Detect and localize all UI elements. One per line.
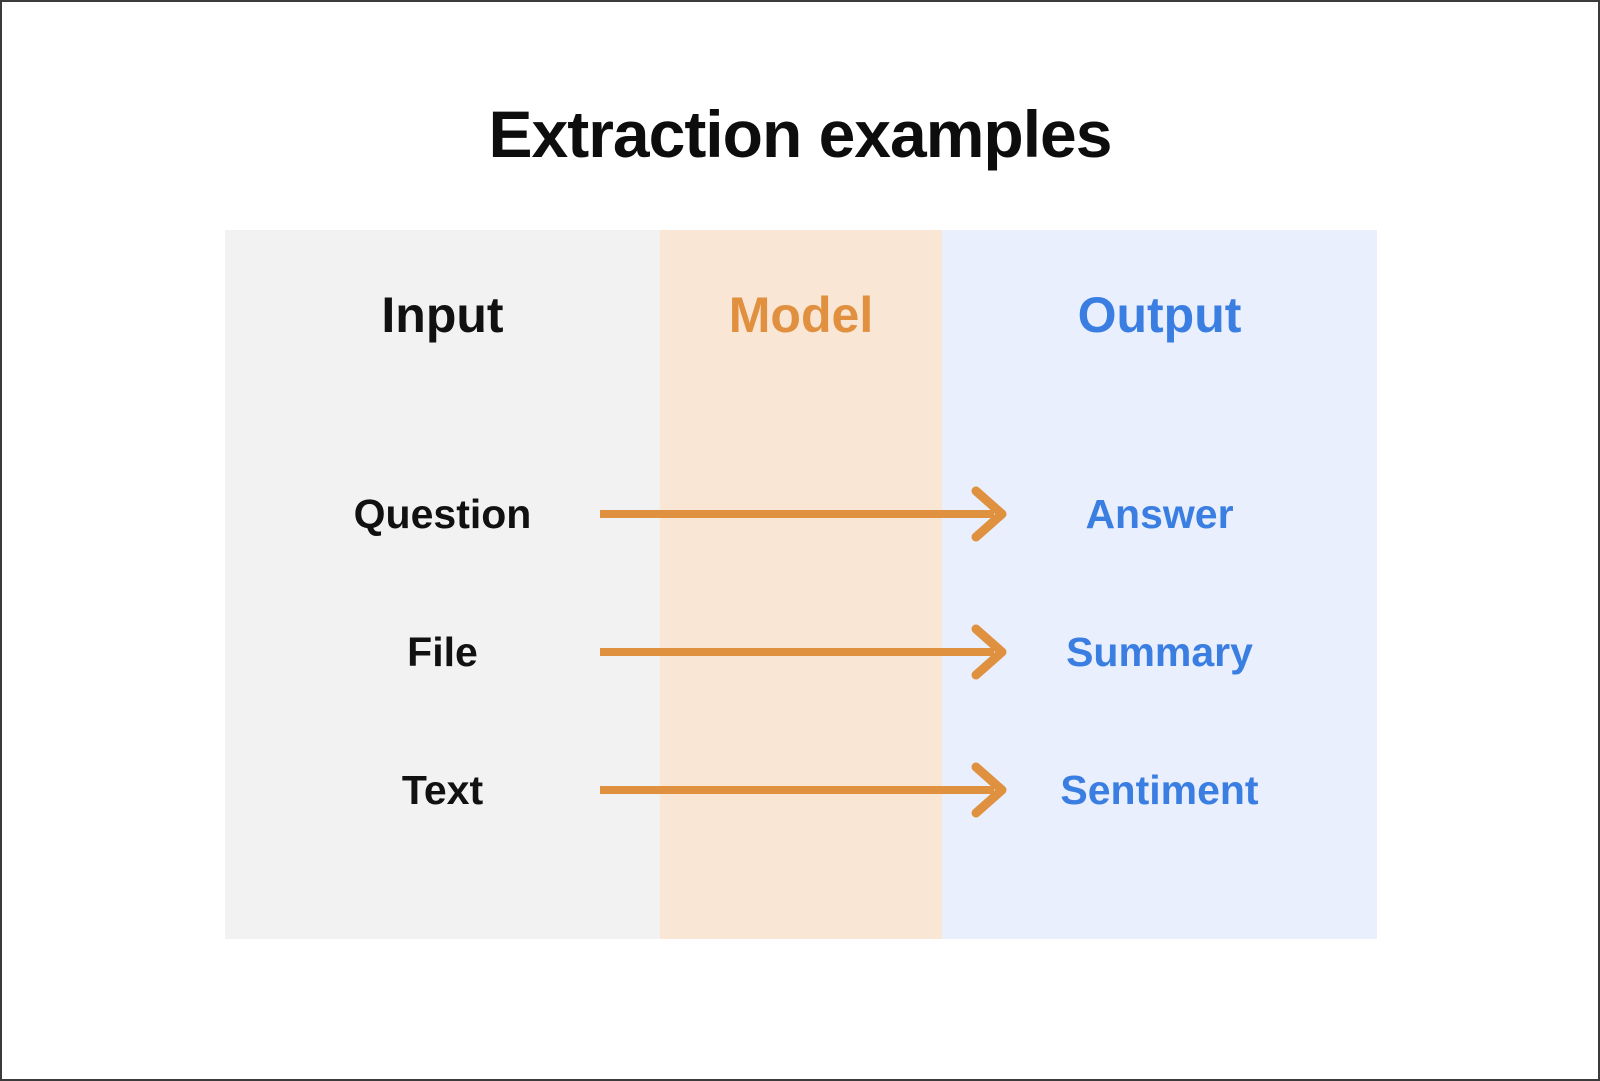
columns-panel: Input Model Output: [225, 230, 1377, 939]
output-column-header: Output: [1077, 287, 1242, 343]
model-column: Model: [660, 230, 942, 939]
right-arrow-icon: [598, 622, 1010, 682]
model-column-header: Model: [728, 287, 874, 343]
right-arrow-icon: [598, 484, 1010, 544]
input-label-text: Text: [401, 767, 484, 813]
output-column: Output: [942, 230, 1377, 939]
right-arrow-icon: [598, 760, 1010, 820]
output-label-sentiment: Sentiment: [1060, 767, 1259, 813]
input-label-question: Question: [353, 491, 532, 537]
input-column-header: Input: [381, 287, 504, 343]
output-label-summary: Summary: [1066, 629, 1253, 675]
input-label-file: File: [407, 629, 478, 675]
input-column: Input: [225, 230, 660, 939]
output-label-answer: Answer: [1085, 491, 1234, 537]
page-title: Extraction examples: [488, 97, 1113, 171]
